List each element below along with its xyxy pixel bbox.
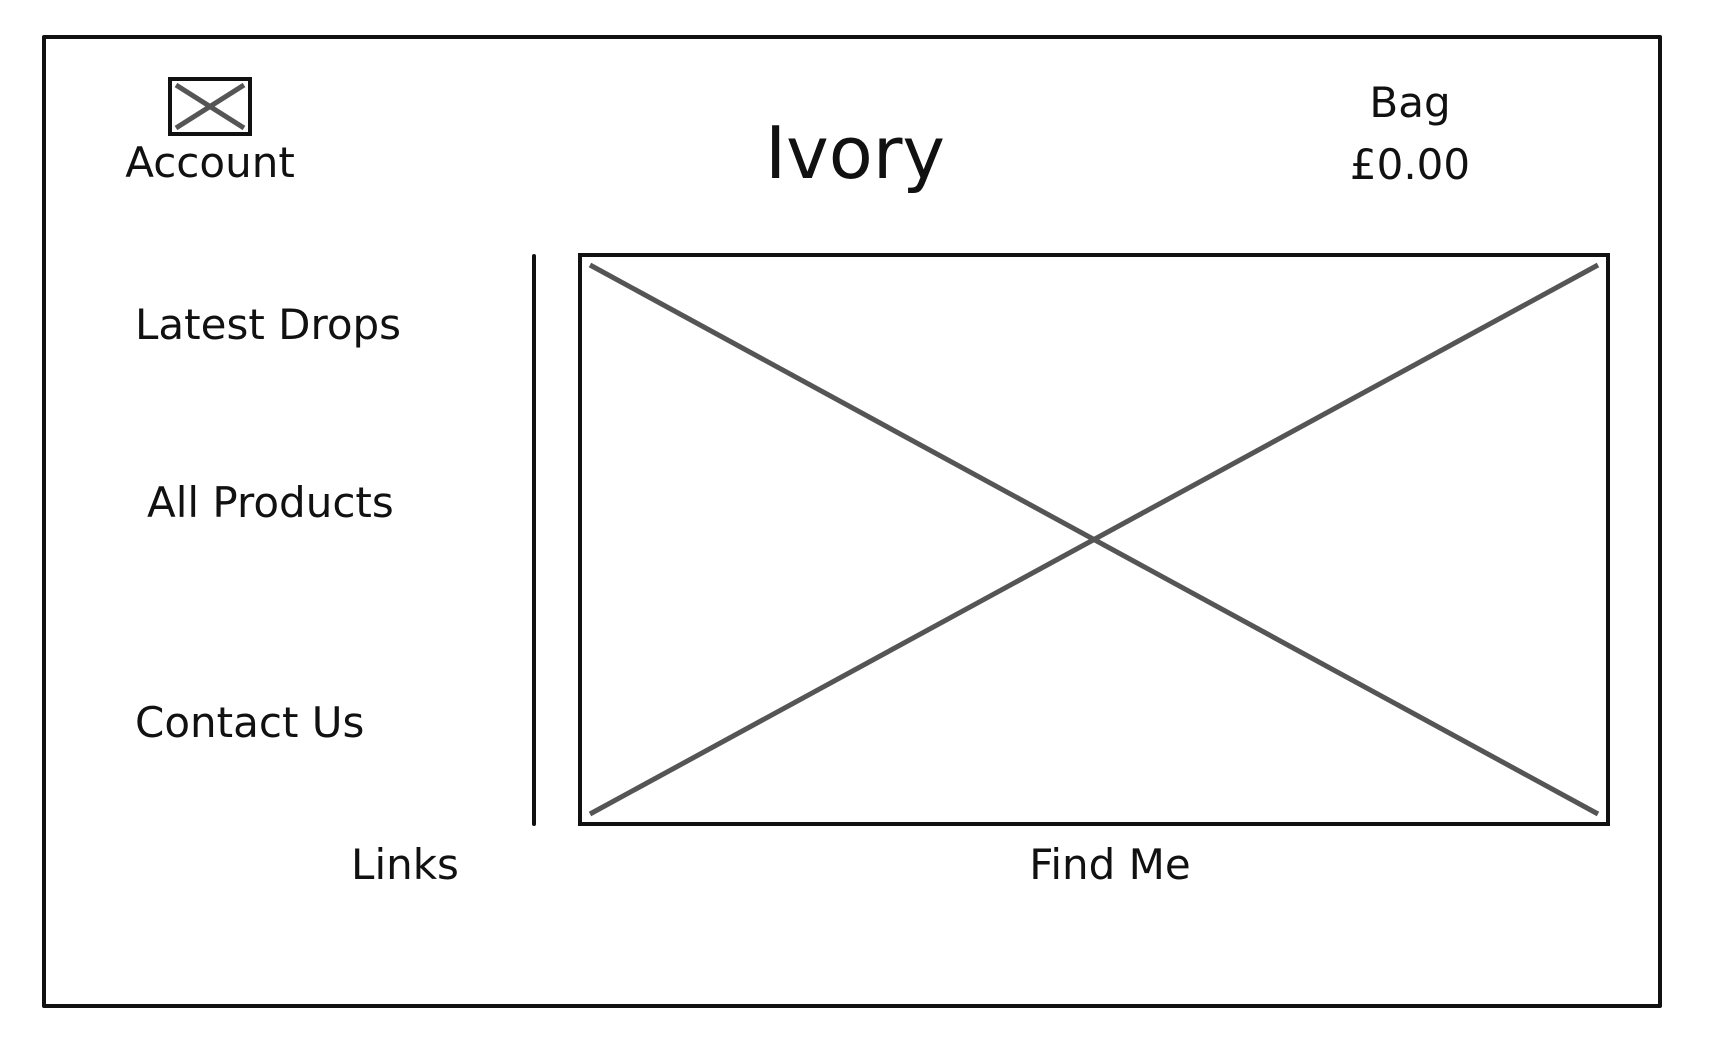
bag-link[interactable]: Bag [1369,78,1451,127]
placeholder-cross [174,82,246,131]
account-image-placeholder-icon[interactable] [168,77,252,136]
footer-find-me[interactable]: Find Me [1029,840,1191,889]
hero-image-placeholder [578,253,1610,826]
sidebar-divider [532,254,536,826]
nav-item-contact-us[interactable]: Contact Us [135,698,365,747]
nav-item-latest-drops[interactable]: Latest Drops [135,300,402,349]
brand-title[interactable]: Ivory [764,111,946,195]
bag-total[interactable]: £0.00 [1349,140,1471,189]
page-frame [42,35,1662,1008]
nav-item-all-products[interactable]: All Products [147,478,394,527]
account-link[interactable]: Account [125,138,295,187]
image-placeholder-icon [588,262,1600,817]
footer-links[interactable]: Links [351,840,459,889]
